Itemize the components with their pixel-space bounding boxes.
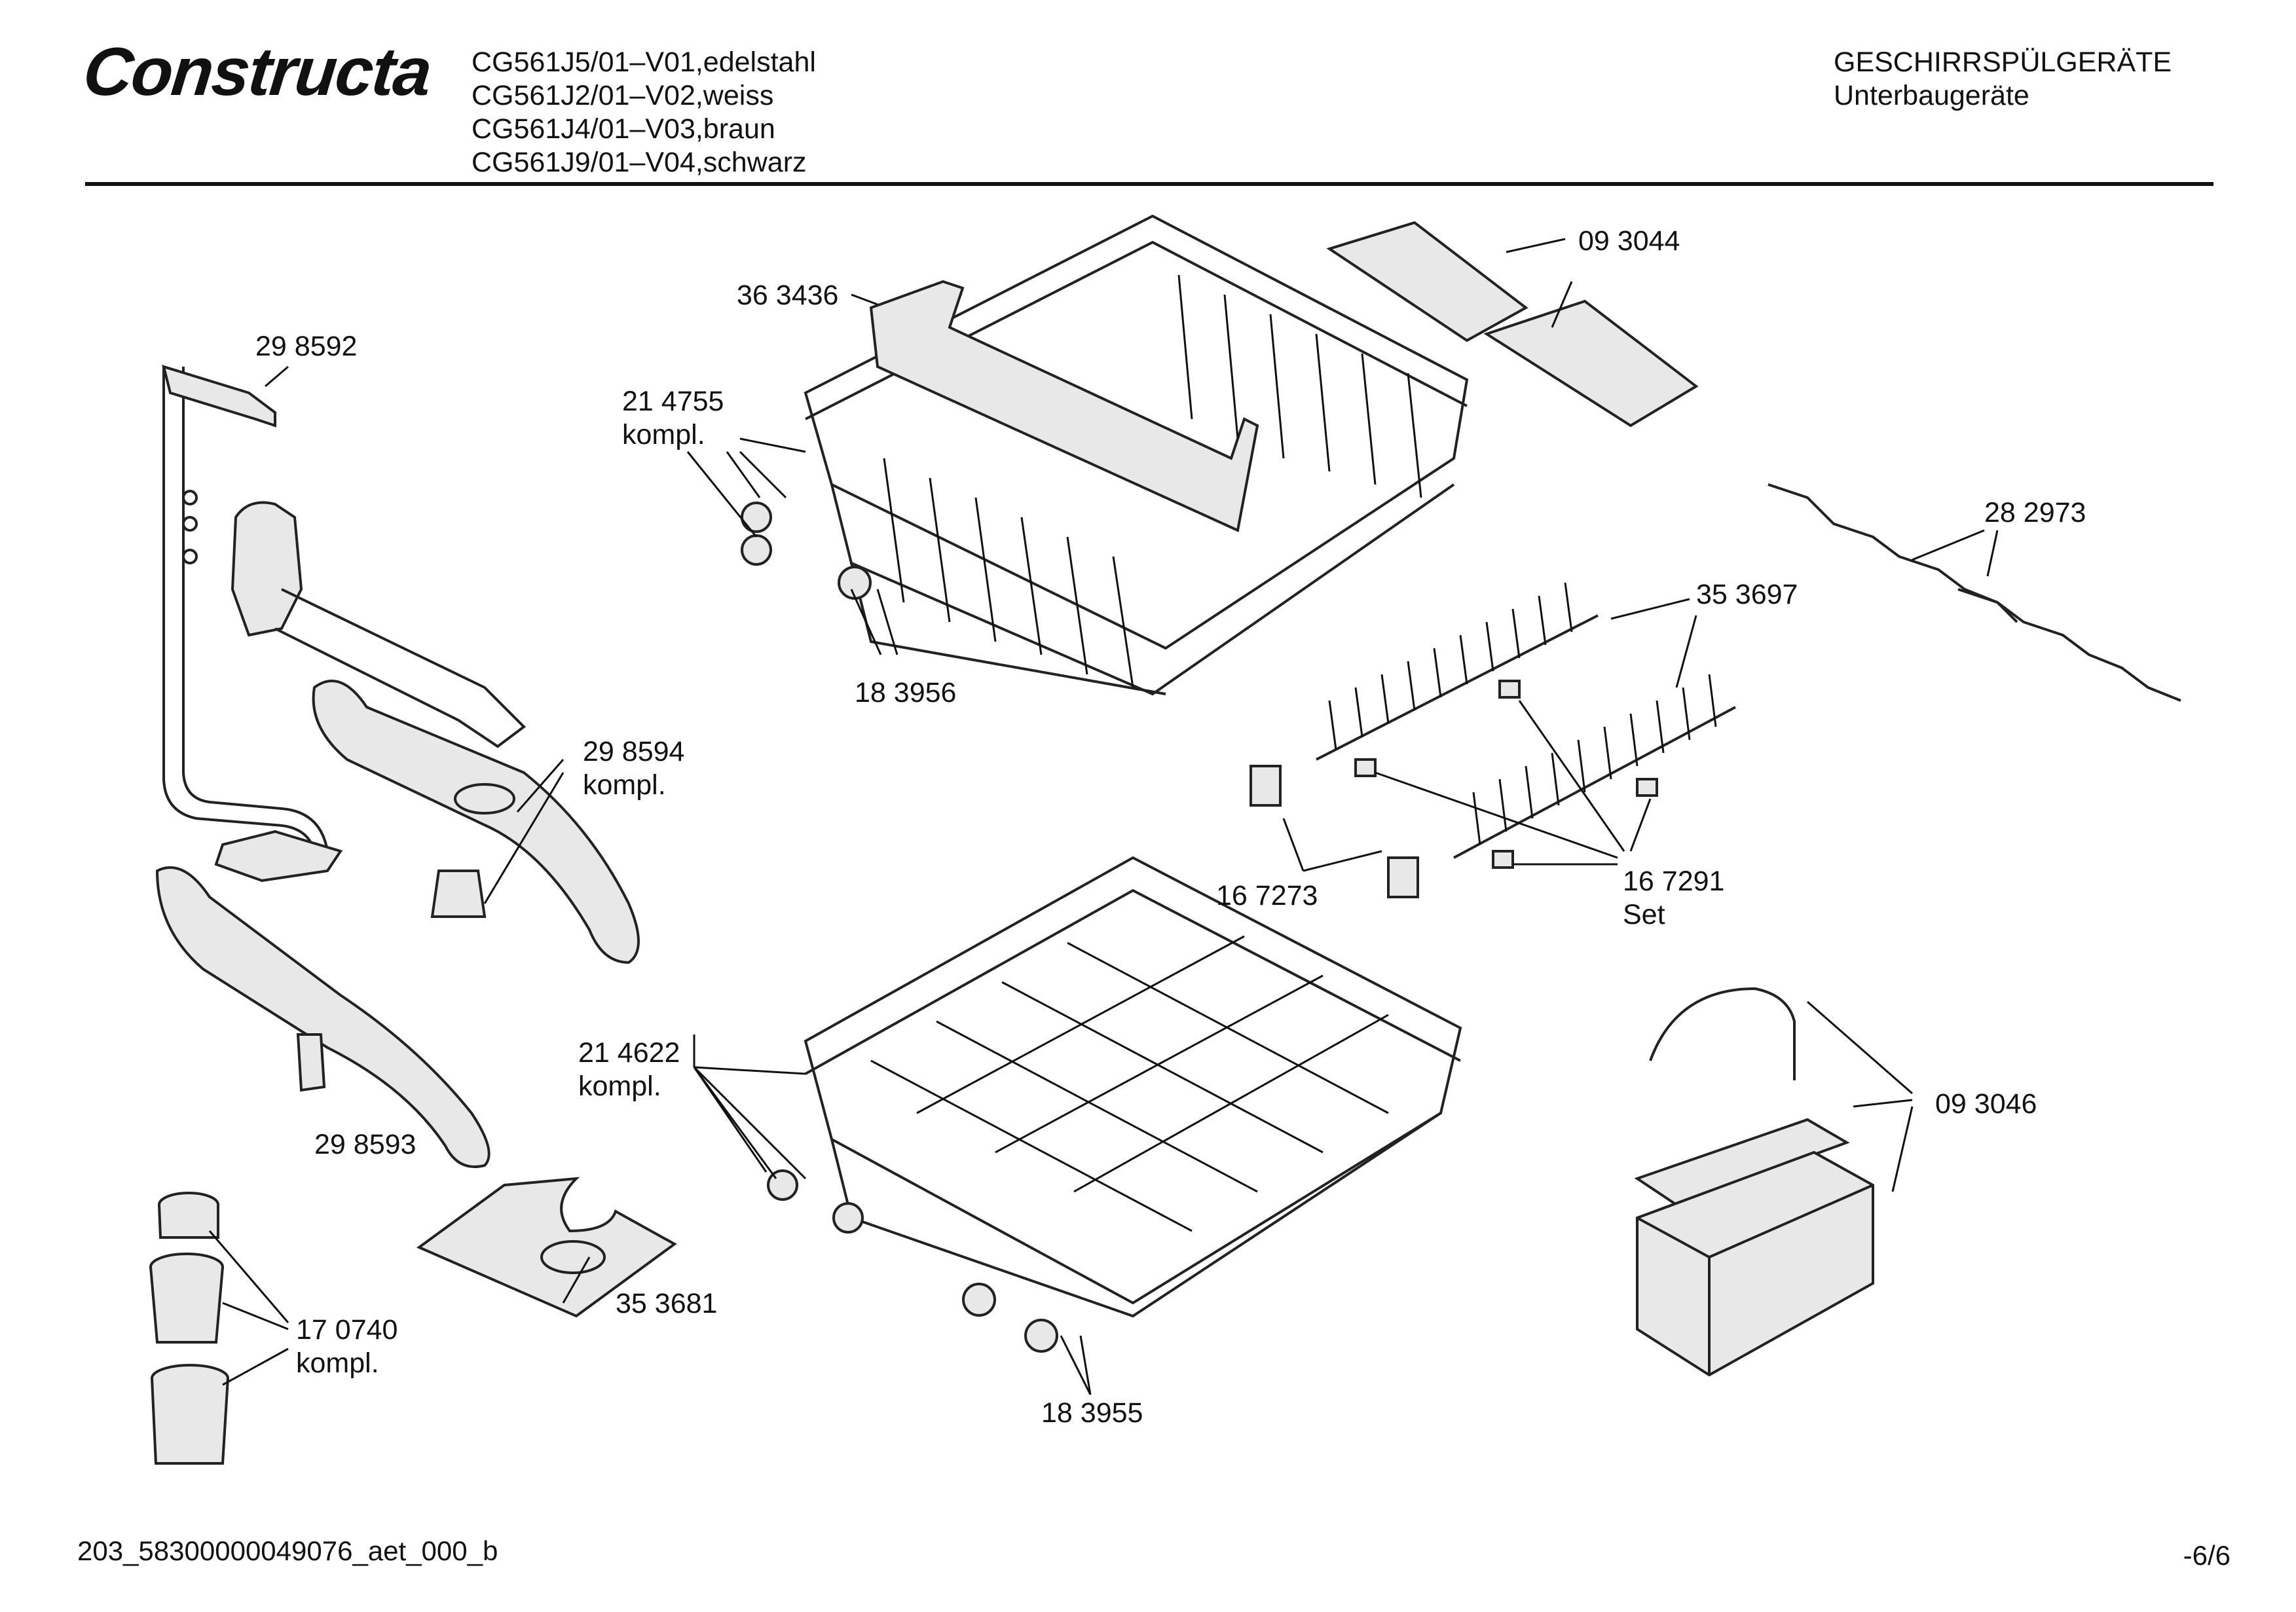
- label-353681: 35 3681: [616, 1288, 717, 1319]
- label-093046: 09 3046: [1935, 1088, 2037, 1120]
- label-298594-kompl: kompl.: [583, 769, 666, 801]
- page-number: -6/6: [2183, 1540, 2231, 1571]
- leader-lines: [208, 238, 1999, 1395]
- label-214622-kompl: kompl.: [578, 1071, 661, 1102]
- category-title: GESCHIRRSPÜLGERÄTE: [1834, 46, 2172, 78]
- label-298593: 29 8593: [314, 1129, 416, 1160]
- lower-rollers-drawing: [767, 1169, 1058, 1353]
- label-214755: 21 4755: [622, 386, 724, 417]
- label-183956: 18 3956: [855, 677, 956, 708]
- cup-shelves-drawing: [1326, 221, 1699, 428]
- label-167273: 16 7273: [1216, 880, 1318, 911]
- clips-drawing: [1250, 680, 1658, 898]
- document-id: 203_58300000049076_aet_000_b: [77, 1535, 498, 1566]
- label-353697: 35 3697: [1696, 579, 1798, 610]
- label-167291: 16 7291: [1623, 866, 1724, 897]
- label-282973: 28 2973: [1984, 497, 2086, 528]
- header-rule: [85, 182, 2213, 186]
- label-363436: 36 3436: [737, 280, 838, 311]
- cutlery-basket-drawing: [1634, 987, 1874, 1377]
- label-298594: 29 8594: [583, 736, 684, 767]
- tine-rows-drawing: [1316, 582, 1736, 859]
- upper-rollers-drawing: [741, 502, 872, 600]
- model-line-1: CG561J5/01–V01,edelstahl: [472, 46, 816, 78]
- category-subtitle: Unterbaugeräte: [1834, 80, 2029, 111]
- rack-rails-drawing: [1768, 483, 2181, 702]
- supply-pipe-drawing: [162, 365, 343, 883]
- label-298592: 29 8592: [255, 331, 357, 362]
- cover-plate-drawing: [417, 1177, 677, 1318]
- label-167291-set: Set: [1623, 899, 1665, 930]
- model-line-4: CG561J9/01–V04,schwarz: [472, 147, 807, 178]
- conduit-arm-drawing: [231, 501, 527, 748]
- label-214622: 21 4622: [578, 1037, 680, 1069]
- model-line-2: CG561J2/01–V02,weiss: [472, 80, 774, 111]
- model-list: CG561J5/01–V01,edelstahl CG561J2/01–V02,…: [472, 46, 816, 179]
- upper-spray-arm-drawing: [312, 680, 640, 964]
- label-214755-kompl: kompl.: [622, 419, 705, 450]
- model-line-3: CG561J4/01–V03,braun: [472, 113, 775, 145]
- label-170740: 17 0740: [296, 1314, 398, 1346]
- label-183955: 18 3955: [1041, 1397, 1143, 1429]
- lower-spray-arm-drawing: [155, 866, 491, 1168]
- filter-set-drawing: [149, 1192, 229, 1465]
- lower-basket-drawing: [804, 856, 1462, 1318]
- product-category: GESCHIRRSPÜLGERÄTE Unterbaugeräte: [1834, 46, 2172, 113]
- label-093044: 09 3044: [1578, 225, 1680, 257]
- label-170740-kompl: kompl.: [296, 1347, 379, 1379]
- upper-basket-drawing: [804, 214, 1469, 696]
- part-labels: 29 8592 36 3436 09 3044 21 4755 kompl. 2…: [255, 225, 2086, 1429]
